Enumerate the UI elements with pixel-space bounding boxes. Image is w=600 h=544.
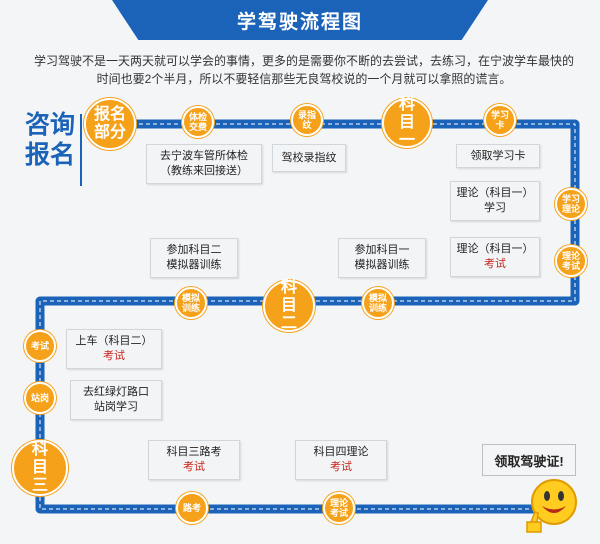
box-road: 科目三路考 考试 (148, 440, 240, 480)
box-light-line1: 去红绿灯路口 (83, 386, 149, 398)
step-theory-study-label: 学习理论 (561, 194, 580, 214)
box-fingerprint: 驾校录指纹 (272, 144, 346, 172)
box-road-line1: 科目三路考 (166, 446, 222, 458)
box-sim1: 参加科目一 模拟器训练 (338, 238, 426, 278)
box-theory4-line2: 考试 (330, 461, 352, 473)
box-car-line2: 考试 (103, 350, 125, 362)
box-car: 上车（科目二） 考试 (66, 329, 162, 369)
side-title-divider (80, 114, 82, 186)
box-physical: 去宁波车管所体检 （教练来回接送） (146, 144, 262, 184)
box-sim2-line1: 参加科目二 (166, 244, 222, 256)
side-title: 咨询 报名 (22, 110, 78, 170)
step-physical-label: 体检交费 (188, 112, 207, 132)
step-fingerprint: 录指纹 (291, 104, 323, 136)
step-subject3: 科目三 (12, 440, 68, 496)
box-theory1-line2: 学习 (484, 202, 506, 214)
step-exam-label: 考试 (30, 341, 49, 351)
box-light-line2: 站岗学习 (94, 401, 138, 413)
box-theory4-line1: 科目四理论 (313, 446, 369, 458)
step-exam: 考试 (24, 330, 56, 362)
smiley-thumbs-up-icon (526, 479, 577, 533)
final-license-label: 领取驾驶证! (494, 453, 564, 469)
box-road-line2: 考试 (183, 461, 205, 473)
box-theory1-exam-line2: 考试 (484, 258, 506, 270)
side-title-line-2: 报名 (24, 141, 75, 169)
step-theory-exam-2: 理论考试 (323, 492, 355, 524)
side-title-line-1: 咨询 (24, 111, 75, 139)
step-sim-train-1: 模拟训练 (362, 287, 394, 319)
step-subject2: 科目二 (263, 279, 315, 332)
box-card-line1: 领取学习卡 (470, 149, 526, 162)
box-theory1: 理论（科目一） 学习 (450, 181, 540, 221)
step-theory-study: 学习理论 (555, 188, 587, 220)
box-sim1-line1: 参加科目一 (354, 244, 410, 256)
intro-text: 学习驾驶不是一天两天就可以学会的事情，更多的是需要你不断的去尝试，去练习，在宁波… (28, 52, 580, 88)
box-theory4: 科目四理论 考试 (295, 440, 387, 480)
step-study-card-label: 学习卡 (490, 110, 509, 130)
step-signup: 报名部分 (84, 98, 136, 150)
intro-line-1: 学习驾驶不是一天两天就可以学会的事情，更多的是需要你不断的去尝试，去练习，在宁波… (33, 54, 574, 68)
box-physical-line2: （教练来回接送） (160, 165, 248, 177)
step-theory-exam: 理论考试 (555, 245, 587, 277)
box-light: 去红绿灯路口 站岗学习 (70, 380, 162, 420)
step-station-label: 站岗 (30, 393, 49, 403)
step-theory-exam-2-label: 理论考试 (329, 498, 348, 518)
step-physical: 体检交费 (182, 106, 214, 138)
step-subject1: 科目一 (382, 96, 432, 149)
step-theory-exam-label: 理论考试 (561, 251, 580, 271)
box-sim2: 参加科目二 模拟器训练 (150, 238, 238, 278)
box-physical-line1: 去宁波车管所体检 (160, 150, 248, 162)
box-fingerprint-line1: 驾校录指纹 (281, 151, 337, 164)
box-sim1-line2: 模拟器训练 (354, 259, 410, 271)
box-card: 领取学习卡 (456, 144, 540, 168)
step-sim-train-1-label: 模拟训练 (368, 293, 387, 313)
box-theory1-exam-line1: 理论（科目一） (456, 243, 534, 255)
step-fingerprint-label: 录指纹 (297, 110, 316, 130)
final-license-box: 领取驾驶证! (482, 444, 576, 476)
step-station: 站岗 (24, 382, 56, 414)
box-car-line1: 上车（科目二） (75, 335, 153, 347)
step-road-exam: 路考 (176, 492, 208, 524)
step-subject2-label: 科目二 (280, 279, 297, 332)
title-banner: 学驾驶流程图 (112, 0, 488, 40)
step-subject3-label: 科目三 (31, 441, 48, 494)
step-sim-train-2: 模拟训练 (175, 287, 207, 319)
box-theory1-exam: 理论（科目一） 考试 (450, 237, 540, 277)
step-sim-train-2-label: 模拟训练 (181, 293, 200, 313)
page-title: 学驾驶流程图 (236, 11, 363, 33)
step-study-card: 学习卡 (484, 104, 516, 136)
step-signup-label: 报名部分 (93, 106, 126, 141)
step-road-exam-label: 路考 (182, 503, 201, 513)
intro-line-2: 时间也要2个半月，所以不要轻信那些无良驾校说的一个月就可以拿照的谎言。 (96, 72, 512, 86)
step-subject1-label: 科目一 (398, 96, 415, 149)
box-sim2-line2: 模拟器训练 (166, 259, 222, 271)
box-theory1-line1: 理论（科目一） (456, 187, 534, 199)
